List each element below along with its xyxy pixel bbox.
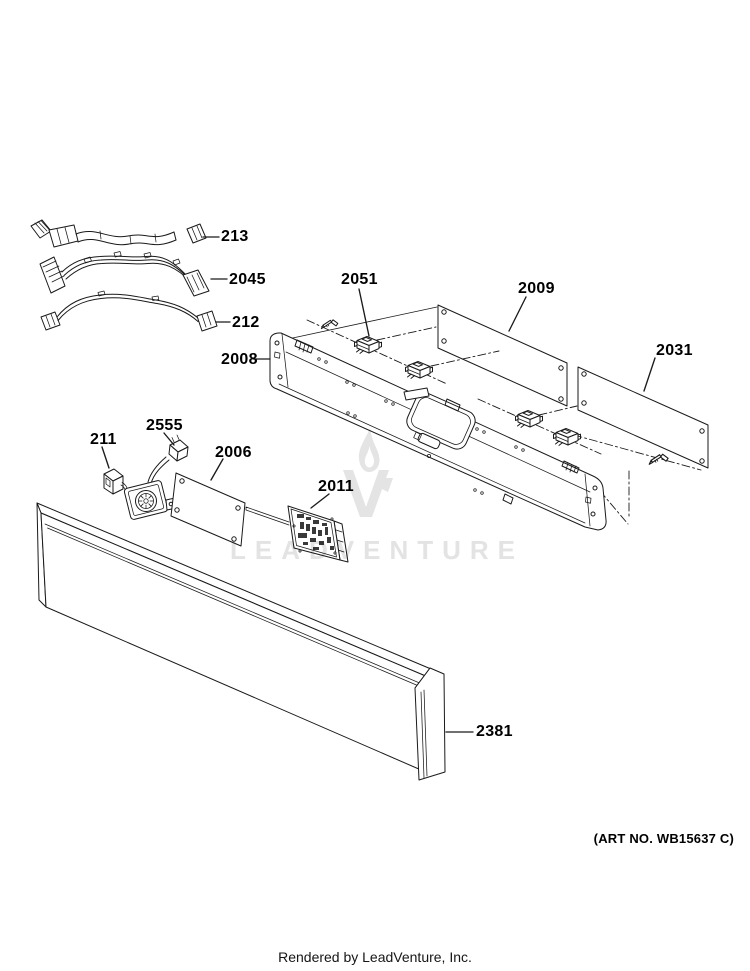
part-label-2555[interactable]: 2555	[146, 417, 183, 434]
connector-211-drawing	[103, 468, 124, 495]
part-label-211[interactable]: 211	[90, 431, 117, 448]
part-label-212[interactable]: 212	[232, 314, 260, 331]
part-label-2381[interactable]: 2381	[476, 723, 513, 740]
part-label-2006[interactable]: 2006	[215, 444, 252, 461]
part-label-2045[interactable]: 2045	[229, 271, 266, 288]
rendered-by-credit: Rendered by LeadVenture, Inc.	[278, 949, 472, 965]
part-label-213[interactable]: 213	[221, 228, 249, 245]
wire-harness-thin-drawing	[40, 290, 218, 332]
trim-panel-drawing	[36, 502, 446, 781]
bracket-panel-drawing	[269, 332, 607, 531]
buzzer-drawing	[120, 456, 177, 520]
part-label-2011[interactable]: 2011	[318, 478, 354, 495]
cover-plate-drawing	[170, 472, 246, 547]
circuit-board-drawing	[245, 505, 349, 563]
connector-2555-drawing	[168, 434, 189, 462]
end-panel-drawing	[577, 366, 709, 469]
part-label-2009[interactable]: 2009	[518, 280, 555, 297]
part-label-2031[interactable]: 2031	[656, 342, 693, 359]
part-label-2008[interactable]: 2008	[221, 351, 258, 368]
wire-harness-drawing	[39, 251, 210, 297]
rear-panel-drawing	[437, 304, 568, 407]
ribbon-cable-drawing	[30, 219, 207, 248]
part-label-2051[interactable]: 2051	[341, 271, 378, 288]
art-number: (ART NO. WB15637 C)	[593, 831, 734, 846]
leader-lines	[101, 236, 656, 733]
